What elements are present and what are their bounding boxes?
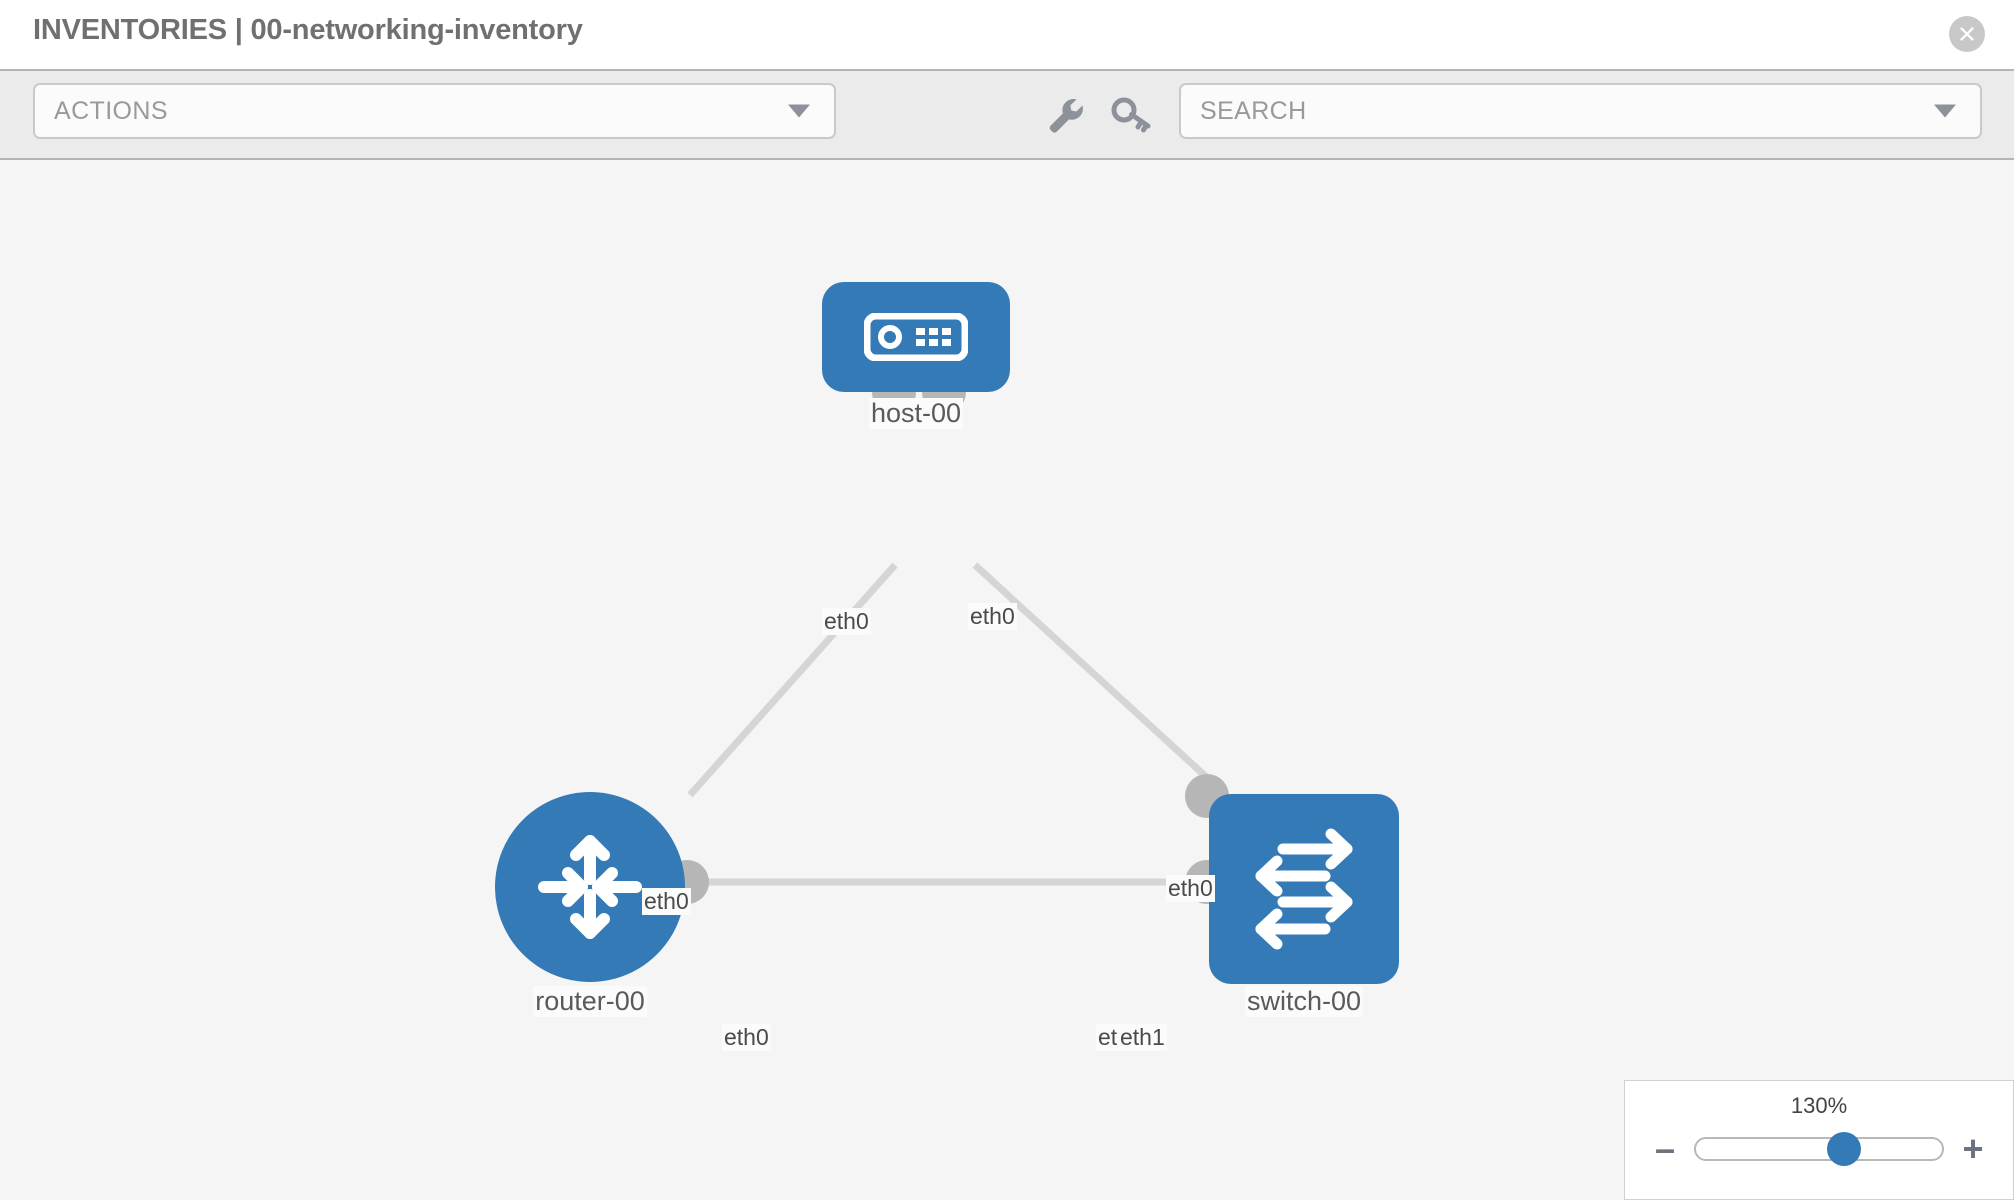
- topology-node-label: host-00: [868, 398, 964, 429]
- page-header: INVENTORIES | 00-networking-inventory: [0, 0, 2014, 69]
- topology-node-host-00[interactable]: host-00: [822, 282, 1010, 429]
- topology-node-label: switch-00: [1244, 986, 1364, 1017]
- switch-icon: [1209, 794, 1399, 984]
- interface-label: eth1: [1118, 1024, 1167, 1051]
- topology-canvas[interactable]: host-00: [0, 160, 2014, 1200]
- topology-node-switch-00[interactable]: switch-00: [1185, 774, 1399, 1017]
- zoom-slider[interactable]: [1694, 1132, 1944, 1166]
- key-icon[interactable]: [1110, 96, 1154, 134]
- search-box[interactable]: [1179, 83, 1982, 139]
- actions-dropdown-label: ACTIONS: [54, 96, 168, 125]
- interface-label: eth0: [1166, 875, 1215, 902]
- search-input[interactable]: [1200, 96, 1900, 126]
- zoom-out-button[interactable]: –: [1654, 1128, 1676, 1169]
- zoom-in-button[interactable]: +: [1962, 1128, 1984, 1169]
- interface-label: eth0: [642, 888, 691, 915]
- topology-node-router-00[interactable]: router-00: [495, 792, 709, 1017]
- interface-label: eth0: [968, 603, 1017, 630]
- interface-label: eth0: [822, 608, 871, 635]
- router-icon: [495, 792, 685, 982]
- actions-dropdown[interactable]: ACTIONS: [33, 83, 836, 139]
- chevron-down-icon[interactable]: [1934, 104, 1956, 118]
- wrench-icon[interactable]: [1043, 96, 1087, 134]
- zoom-control-panel: 130% – +: [1624, 1080, 2014, 1200]
- close-icon[interactable]: [1949, 16, 1985, 52]
- server-icon: [822, 282, 1010, 392]
- page-title: INVENTORIES | 00-networking-inventory: [33, 14, 583, 46]
- interface-label: eth0: [722, 1024, 771, 1051]
- zoom-level-label: 130%: [1790, 1093, 1848, 1118]
- zoom-slider-thumb[interactable]: [1826, 1132, 1861, 1166]
- topology-edges: [687, 562, 1218, 886]
- chevron-down-icon: [788, 104, 810, 118]
- topology-node-label: router-00: [533, 986, 647, 1017]
